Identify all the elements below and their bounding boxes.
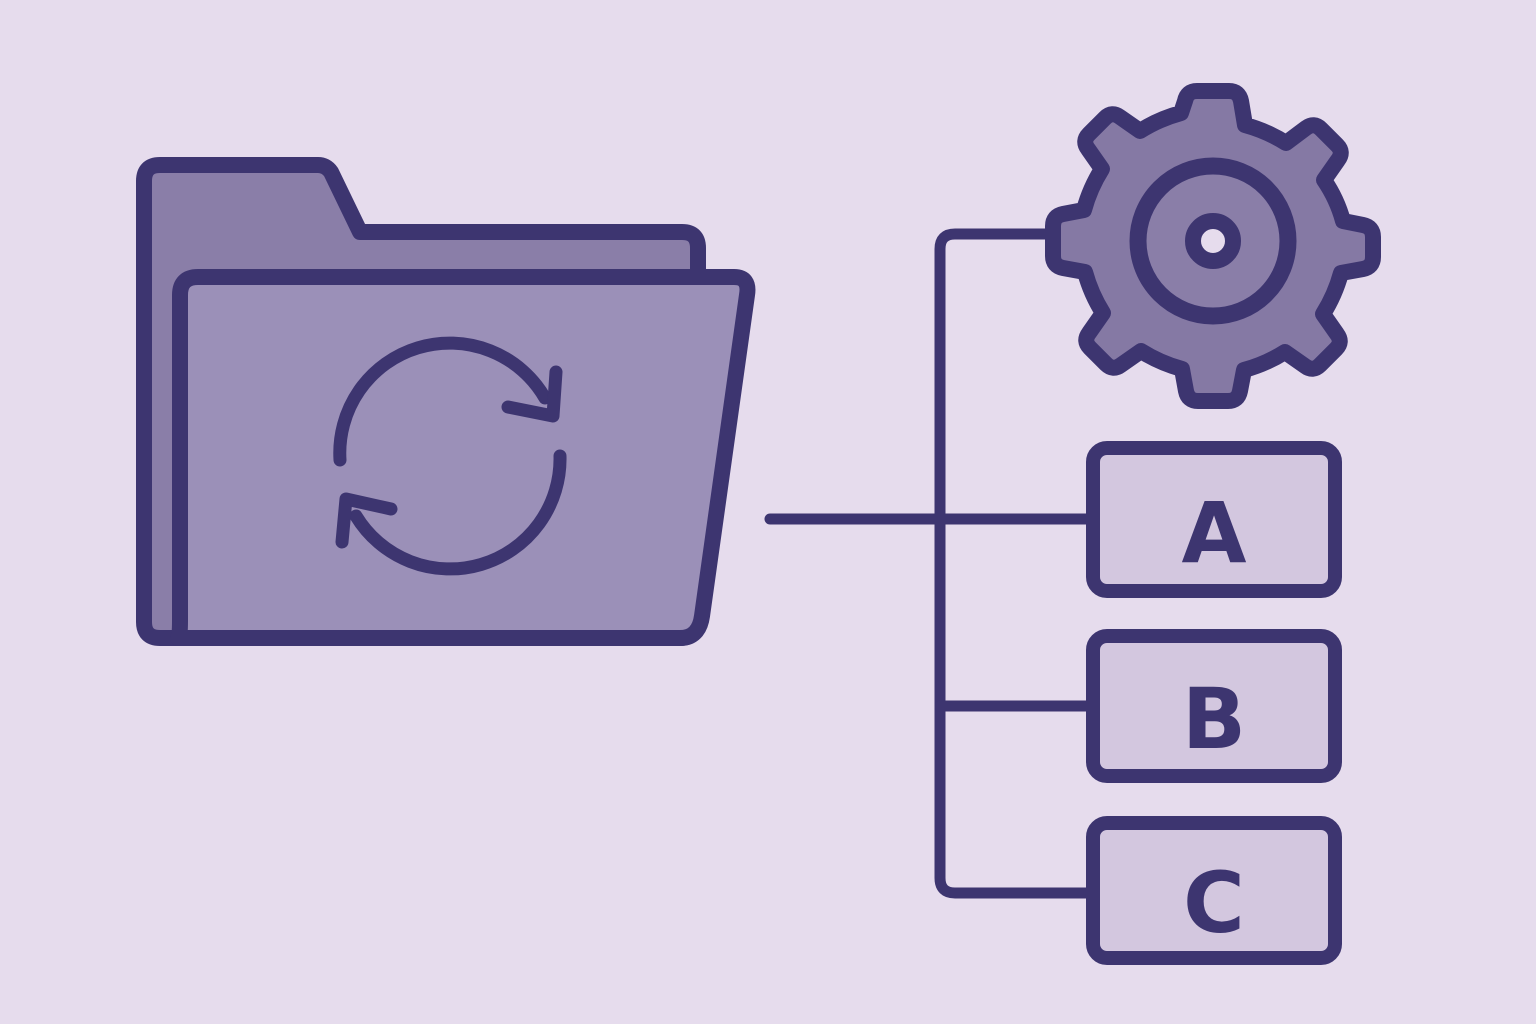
connector-trunk-to-gear — [934, 228, 1096, 899]
sync-arrow-top — [333, 336, 552, 467]
sync-arrow-bottom-head — [335, 492, 398, 549]
box-c-frame — [1086, 816, 1342, 965]
box-a-frame — [1086, 441, 1342, 598]
refresh-arrows-icon — [333, 336, 567, 576]
box-b: B — [1086, 629, 1342, 783]
box-c-label: C — [1183, 854, 1245, 952]
box-c: C — [1086, 816, 1342, 965]
folder-front — [170, 269, 756, 646]
folder-sync-icon — [136, 157, 756, 646]
box-a: A — [1086, 441, 1342, 598]
gear-hub — [1185, 213, 1241, 269]
sync-arrow-bottom — [349, 449, 567, 576]
box-b-frame — [1086, 629, 1342, 783]
gear-icon — [1045, 83, 1381, 409]
sync-arrow-top-head — [501, 365, 563, 423]
box-a-label: A — [1181, 484, 1246, 582]
connector-lines — [764, 228, 1096, 899]
box-b-label: B — [1182, 670, 1246, 768]
